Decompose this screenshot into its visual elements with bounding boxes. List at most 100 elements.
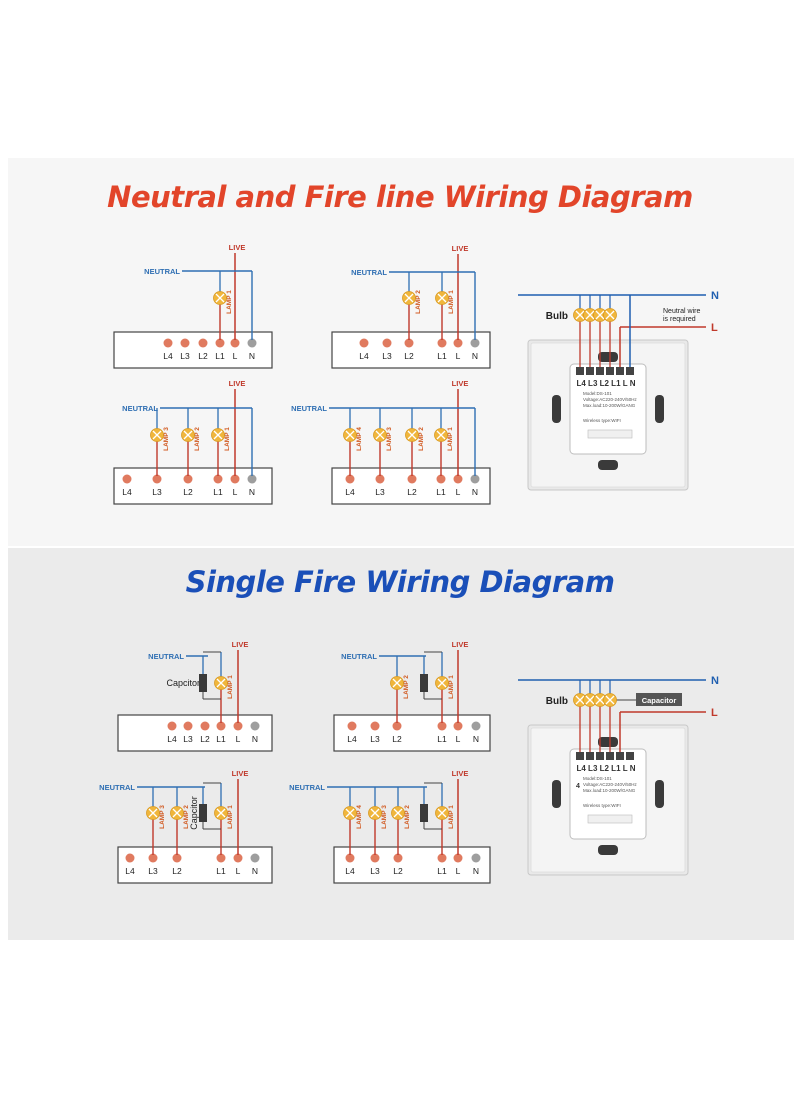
terminal-label-L2: L2 [183, 487, 193, 497]
mount-slot-left [552, 780, 561, 808]
terminal-label-L4: L4 [345, 487, 355, 497]
terminal-dot-L [453, 338, 463, 348]
terminal-dot-L3 [375, 474, 385, 484]
screw-terminal-icon [616, 752, 624, 760]
neutral-note-line2: is required [663, 316, 696, 323]
terminal-dot-L3 [183, 721, 193, 731]
live-label: LIVE [452, 769, 469, 778]
terminal-label-L2: L2 [200, 734, 210, 744]
terminal-dot-L4 [347, 721, 357, 731]
terminal-dot-N [247, 474, 257, 484]
lamp-4 [343, 806, 357, 820]
device-bulb-label: Bulb [546, 696, 568, 707]
terminal-label-N: N [252, 734, 258, 744]
device-l-label: L [711, 322, 718, 334]
terminal-label-L2: L2 [393, 866, 403, 876]
device-model-text: Model:DS-101 [583, 391, 612, 396]
terminal-dot-L4 [345, 853, 355, 863]
capacitor-icon [420, 674, 428, 692]
lamp-1-label: LAMP 1 [447, 427, 454, 451]
device-model-text: Model:DS-101 [583, 776, 612, 781]
lamp-3 [373, 428, 387, 442]
switch-module [569, 363, 647, 455]
neutral-fire-title: Neutral and Fire line Wiring Diagram [107, 180, 693, 214]
device-bulb-4 [603, 693, 617, 707]
terminal-label-L: L [236, 734, 241, 744]
lamp-2-label: LAMP 2 [418, 427, 425, 451]
mount-slot-right [655, 780, 664, 808]
terminal-dot-L1 [216, 721, 226, 731]
lamp-cross-icon [216, 678, 226, 688]
terminal-label-L2: L2 [392, 734, 402, 744]
terminal-dot-N [247, 338, 257, 348]
mount-slot-bottom [598, 460, 618, 470]
lamp-4-label: LAMP 4 [356, 427, 363, 451]
terminal-label-L: L [456, 734, 461, 744]
terminal-dot-L3 [370, 721, 380, 731]
terminal-label-L3: L3 [148, 866, 158, 876]
terminal-label-L1: L1 [216, 866, 226, 876]
mount-slot-top [598, 737, 618, 747]
lamp-4-label: LAMP 4 [356, 805, 363, 829]
terminal-label-L4: L4 [167, 734, 177, 744]
switch-box [117, 846, 273, 884]
device-n-label: N [711, 290, 719, 302]
lamp-cross-icon [585, 310, 595, 320]
device-wireless-text: Wireless type:WIFI [583, 803, 621, 808]
screw-terminal-icon [596, 367, 604, 375]
lamp-cross-icon [183, 430, 193, 440]
lamp-cross-icon [393, 808, 403, 818]
live-label: LIVE [452, 244, 469, 253]
lamp-1-label: LAMP 1 [226, 290, 233, 314]
terminal-label-L1: L1 [437, 866, 447, 876]
device-l-label: L [711, 707, 718, 719]
lamp-2 [402, 291, 416, 305]
lamp-2 [390, 676, 404, 690]
lamp-cross-icon [215, 293, 225, 303]
lamp-cross-icon [392, 678, 402, 688]
terminal-label-L: L [456, 866, 461, 876]
terminal-dot-N [250, 721, 260, 731]
terminal-dot-L3 [370, 853, 380, 863]
terminal-label-N: N [473, 734, 479, 744]
switch-box [113, 467, 273, 505]
terminal-dot-L4 [167, 721, 177, 731]
terminal-label-L3: L3 [370, 866, 380, 876]
screw-terminal-icon [606, 752, 614, 760]
terminal-label-L3: L3 [152, 487, 162, 497]
lamp-2 [391, 806, 405, 820]
terminal-label-L4: L4 [359, 351, 369, 361]
lamp-2-label: LAMP 2 [183, 805, 190, 829]
terminal-dot-L [230, 338, 240, 348]
lamp-cross-icon [375, 430, 385, 440]
device-neutral-fire: L4 L3 L2 L1 L NModel:DS-101Voltage:AC220… [518, 290, 719, 491]
terminal-dot-N [470, 474, 480, 484]
device-bulb-label: Bulb [546, 311, 568, 322]
lamp-2-label: LAMP 2 [194, 427, 201, 451]
lamp-2-label: LAMP 2 [404, 805, 411, 829]
terminal-dot-L2 [392, 721, 402, 731]
terminal-label-L3: L3 [183, 734, 193, 744]
live-label: LIVE [232, 640, 249, 649]
device-single-fire: L4 L3 L2 L1 L NModel:DS-101Voltage:AC220… [518, 675, 719, 876]
lamp-2-label: LAMP 2 [415, 290, 422, 314]
switch-box [333, 714, 491, 752]
lamp-1-label: LAMP 1 [227, 805, 234, 829]
neutral-label: NEUTRAL [122, 404, 158, 413]
device-bulb-2 [583, 693, 597, 707]
lamp-1 [435, 676, 449, 690]
lamp-3 [368, 806, 382, 820]
terminal-dot-L1 [437, 338, 447, 348]
neutral-label: NEUTRAL [289, 783, 325, 792]
terminal-dot-L2 [172, 853, 182, 863]
terminal-label-L1: L1 [437, 351, 447, 361]
lamp-cross-icon [437, 678, 447, 688]
lamp-cross-icon [404, 293, 414, 303]
screw-terminal-icon [626, 752, 634, 760]
capacitor [199, 804, 207, 822]
lamp-1-label: LAMP 1 [224, 427, 231, 451]
device-bulb-2 [583, 308, 597, 322]
terminal-label-N: N [249, 487, 255, 497]
